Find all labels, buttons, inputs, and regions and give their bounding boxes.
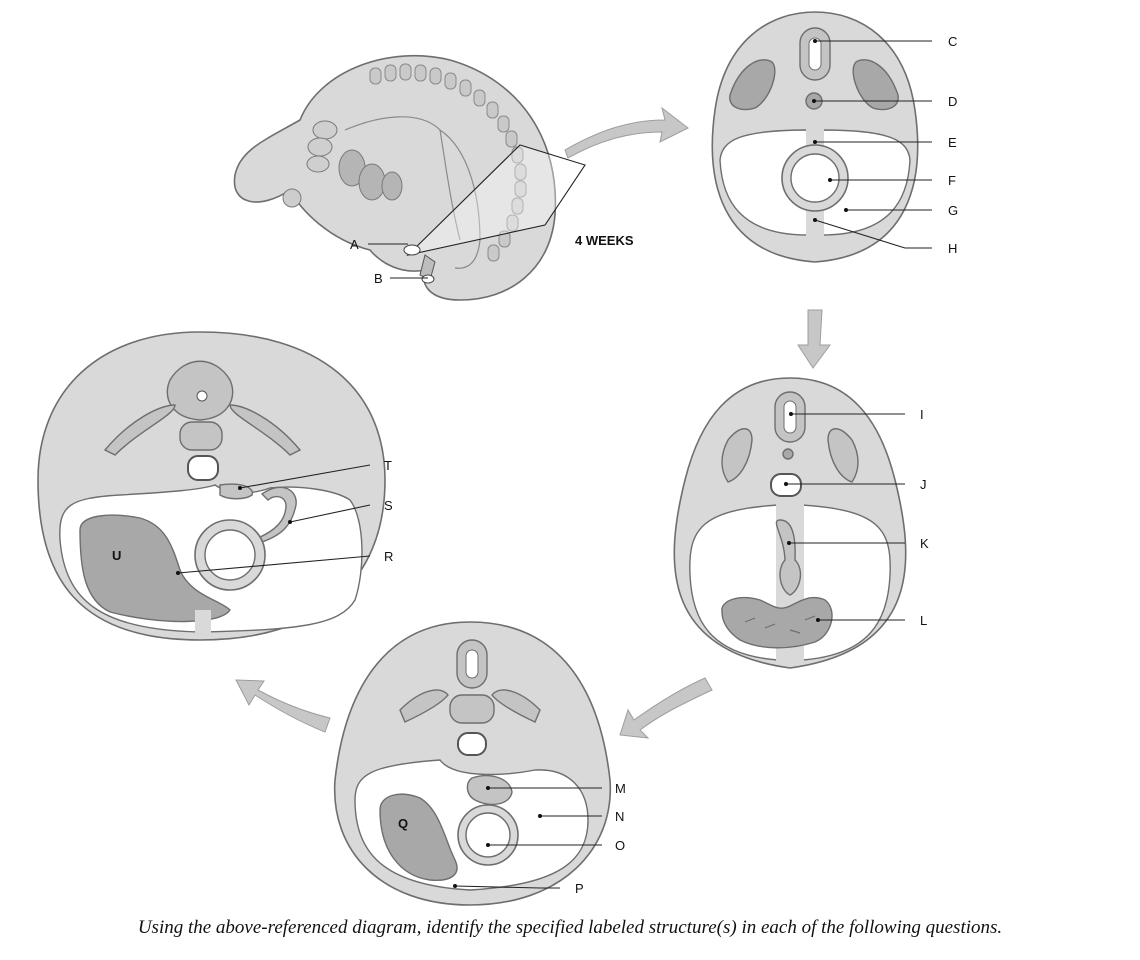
label-E: E [948,135,957,150]
arrow-to-section-4 [236,680,330,732]
label-Q: Q [398,816,408,831]
label-A: A [350,237,359,252]
arrow-to-section-2 [798,310,830,368]
label-K: K [920,536,929,551]
section-4 [38,332,385,640]
label-N: N [615,809,624,824]
label-D: D [948,94,957,109]
label-F: F [948,173,956,188]
label-G: G [948,203,958,218]
label-O: O [615,838,625,853]
arrow-to-section-3 [620,678,712,738]
label-T: T [384,458,392,473]
diagram-caption: Using the above-referenced diagram, iden… [0,917,1140,939]
label-B: B [374,271,383,286]
label-P: P [575,881,584,896]
section-2 [674,378,905,668]
label-S: S [384,498,393,513]
label-C: C [948,34,957,49]
label-R: R [384,549,393,564]
section-4-weeks [712,12,917,262]
section-3 [335,622,611,905]
embryo-lateral-view [234,56,585,300]
label-L: L [920,613,927,628]
embryology-cross-section-diagram: 4 WEEKS [0,0,1140,915]
label-U: U [112,548,121,563]
label-H: H [948,241,957,256]
arrow-to-4-weeks-section [565,108,688,158]
stage-label: 4 WEEKS [575,233,634,248]
label-M: M [615,781,626,796]
label-J: J [920,477,927,492]
label-I: I [920,407,924,422]
